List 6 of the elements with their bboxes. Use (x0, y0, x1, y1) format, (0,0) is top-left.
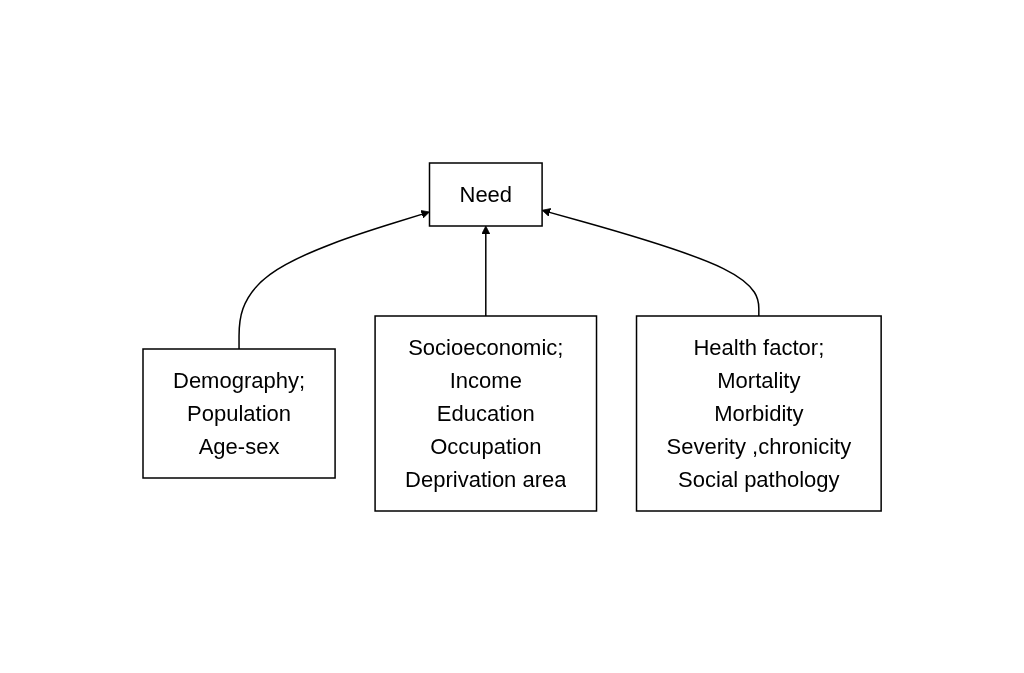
node-box: Health factor; Mortality Morbidity Severity ,chronicity Social pathology (635, 314, 882, 512)
node-box: Demography; Population Age-sex (142, 347, 336, 479)
arrow (238, 209, 430, 350)
node-box: Socioeconomic; Income Education Occupation Deprivation area (374, 314, 598, 512)
arrow (481, 225, 491, 317)
node-box: Need (428, 161, 543, 227)
